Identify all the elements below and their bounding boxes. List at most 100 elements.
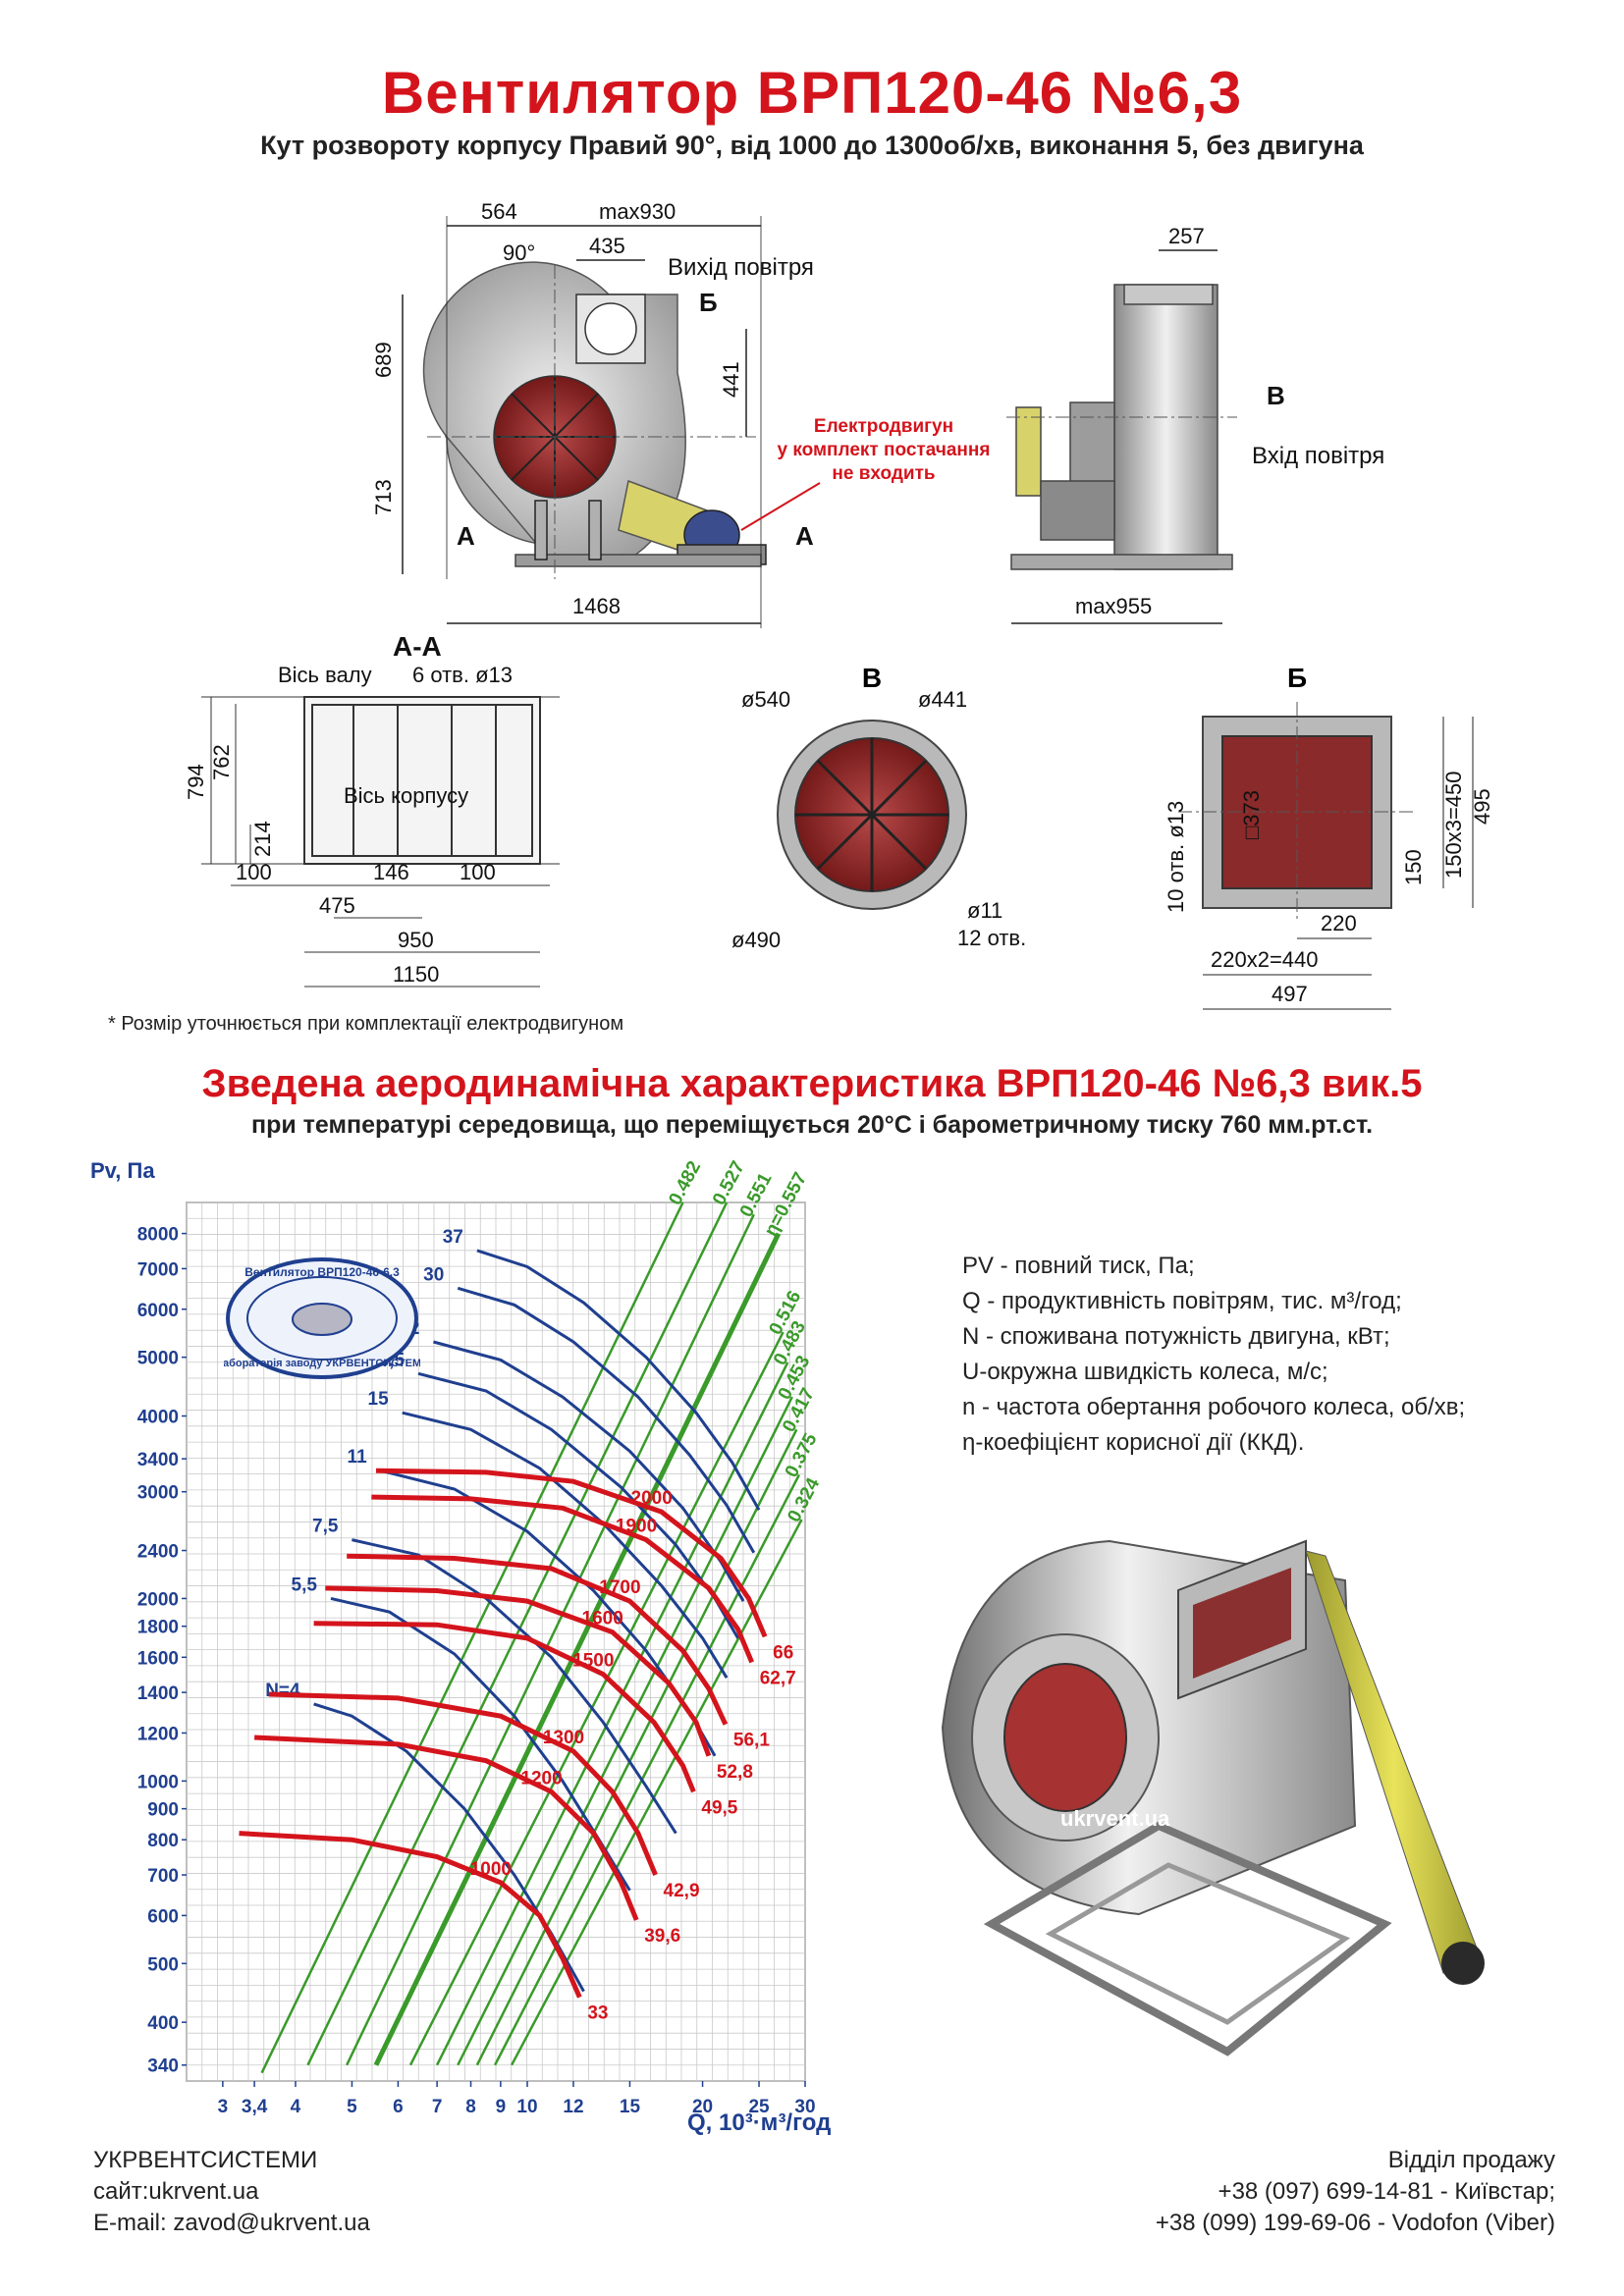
motor-note-line1: Електродвигун <box>814 416 953 437</box>
x-tick-label: 8 <box>465 2097 476 2117</box>
dim-1150: 1150 <box>393 962 439 987</box>
speed-curves: 100033120039,6130042,9150049,5160052,817… <box>239 1468 796 2024</box>
chart-ticks: 8000700060005000400034003000240020001800… <box>137 1225 816 2117</box>
sales-title: Відділ продажу <box>1387 2147 1555 2173</box>
company-site: сайт:ukrvent.ua <box>93 2178 259 2205</box>
dim-950: 950 <box>398 928 434 952</box>
y-tick-label: 900 <box>147 1800 179 1821</box>
legend-item-n: N - споживана потужність двигуна, кВт; <box>962 1323 1390 1350</box>
dim-762: 762 <box>209 744 234 780</box>
y-tick-label: 2400 <box>137 1542 179 1563</box>
dim-150: 150 <box>1401 849 1426 885</box>
view-v-flange: В ø540 ø441 ø490 ø11 12 отв. <box>731 663 1026 952</box>
dim-10-holes: 10 отв. ø13 <box>1164 801 1188 913</box>
legend-item-eta: η-коефіцієнт корисної дії (ККД). <box>962 1429 1305 1456</box>
efficiency-label: 0.482 <box>665 1158 705 1209</box>
curve-end-label: 52,8 <box>717 1762 753 1783</box>
y-tick-label: 1800 <box>137 1618 179 1638</box>
power-label: 11 <box>348 1447 368 1468</box>
dim-713: 713 <box>371 479 396 515</box>
view-mark-v: В <box>1267 381 1285 410</box>
x-tick-label: 4 <box>291 2097 301 2117</box>
footnote: * Розмір уточнюється при комплектації ел… <box>108 1013 624 1035</box>
dim-angle: 90° <box>503 240 535 265</box>
dim-564: 564 <box>481 199 517 224</box>
speed-curve <box>375 1468 768 1638</box>
view-mark-b: Б <box>699 288 718 317</box>
dim-12-holes: 12 отв. <box>957 926 1026 950</box>
efficiency-line <box>306 1201 729 2066</box>
x-tick-label: 3,4 <box>242 2097 268 2117</box>
sales-phone-kyivstar: +38 (097) 699-14-81 - Київстар; <box>1218 2178 1555 2205</box>
side-view <box>1006 249 1237 624</box>
y-tick-label: 8000 <box>137 1225 179 1246</box>
x-tick-label: 3 <box>218 2097 229 2117</box>
chart-legend: PV - повний тиск, Па; Q - продуктивність… <box>962 1249 1465 1461</box>
x-tick-label: 10 <box>516 2097 537 2117</box>
dimension-drawings: 564 max930 435 90° 689 713 441 1468 Вихі… <box>184 199 1494 1010</box>
y-tick-label: 1600 <box>137 1648 179 1669</box>
section-mark-a-right: А <box>795 521 814 551</box>
speed-label: 1300 <box>543 1728 584 1748</box>
y-tick-label: 400 <box>147 2013 179 2034</box>
power-curve <box>352 1538 677 1835</box>
curve-end-label: 39,6 <box>644 1926 680 1947</box>
y-tick-label: 2000 <box>137 1589 179 1610</box>
dim-220: 220 <box>1321 911 1357 935</box>
fan-watermark: ukrvent.ua <box>1060 1806 1170 1831</box>
speed-label: 1000 <box>470 1859 512 1880</box>
dim-d490: ø490 <box>731 928 781 952</box>
dim-257: 257 <box>1168 224 1205 248</box>
efficiency-line <box>457 1396 793 2066</box>
efficiency-line <box>493 1473 801 2066</box>
legend-item-rpm: n - частота обертання робочого колеса, о… <box>962 1394 1466 1420</box>
speed-label: 1700 <box>599 1577 640 1598</box>
dim-689: 689 <box>371 342 396 378</box>
dim-max955: max955 <box>1075 594 1152 618</box>
company-email: E-mail: zavod@ukrvent.ua <box>93 2210 370 2236</box>
x-tick-label: 20 <box>692 2097 713 2117</box>
curve-end-label: 33 <box>587 2003 608 2024</box>
air-outlet-label: Вихід повітря <box>668 254 814 281</box>
speed-curve <box>268 1691 658 1876</box>
x-tick-label: 25 <box>748 2097 770 2117</box>
view-b-label: Б <box>1287 663 1307 693</box>
y-tick-label: 4000 <box>137 1408 179 1428</box>
efficiency-line <box>373 1232 782 2066</box>
x-tick-label: 9 <box>496 2097 507 2117</box>
power-curve <box>476 1249 761 1511</box>
sales-phone-vodafone: +38 (099) 199-69-06 - Vodofon (Viber) <box>1155 2210 1555 2236</box>
power-label: 5,5 <box>292 1575 318 1595</box>
dim-100-left: 100 <box>236 860 272 884</box>
x-tick-label: 12 <box>563 2097 583 2117</box>
speed-curve <box>347 1553 729 1726</box>
dim-495: 495 <box>1470 788 1494 825</box>
dim-214: 214 <box>250 821 275 857</box>
y-axis-label: Pv, Па <box>90 1158 155 1183</box>
y-tick-label: 800 <box>147 1831 179 1851</box>
legend-item-q: Q - продуктивність повітрям, тис. м³/год… <box>962 1288 1402 1314</box>
dim-435: 435 <box>589 234 625 258</box>
power-label: 7,5 <box>312 1517 339 1537</box>
footer-sales: Відділ продажу +38 (097) 699-14-81 - Киї… <box>1156 2145 1555 2239</box>
y-tick-label: 500 <box>147 1954 179 1975</box>
footer-company: УКРВЕНТСИСТЕМИ сайт:ukrvent.ua E-mail: z… <box>93 2145 370 2239</box>
efficiency-line <box>260 1201 684 2074</box>
y-tick-label: 6000 <box>137 1301 179 1321</box>
dim-220x2: 220x2=440 <box>1211 947 1319 972</box>
section-holes-label: 6 отв. ø13 <box>412 663 513 687</box>
front-view <box>402 216 767 628</box>
fan-3d-illustration: ukrvent.ua <box>941 1539 1485 2056</box>
dim-d441: ø441 <box>918 687 967 712</box>
chart-section-title: Зведена аеродинамічна характеристика ВРП… <box>201 1062 1423 1105</box>
y-tick-label: 5000 <box>137 1349 179 1369</box>
y-tick-label: 7000 <box>137 1259 179 1280</box>
side-view-dims: 257 max955 Вхід повітря В <box>1075 224 1384 618</box>
company-name: УКРВЕНТСИСТЕМИ <box>93 2147 318 2173</box>
dim-150x3: 150x3=450 <box>1441 772 1466 880</box>
section-mark-a-left: А <box>457 521 475 551</box>
curve-end-label: 42,9 <box>664 1881 700 1901</box>
legend-item-u: U-окружна швидкість колеса, м/с; <box>962 1359 1328 1385</box>
lab-stamp: Вентилятор ВРП120-46-6,3 Лабораторія зав… <box>224 1257 420 1379</box>
